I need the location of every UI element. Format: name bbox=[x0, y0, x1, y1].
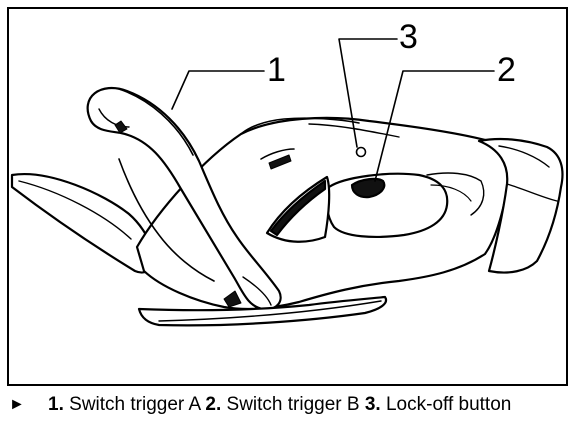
caption-item-label: Lock-off button bbox=[385, 394, 512, 415]
caption-item-label: Switch trigger A bbox=[69, 394, 201, 415]
leader-line-2 bbox=[374, 70, 495, 182]
blade-guard bbox=[10, 173, 161, 274]
blade-bar bbox=[137, 295, 388, 327]
caption-item-label: Switch trigger B bbox=[226, 394, 360, 415]
caption-item-number: 3. bbox=[364, 394, 381, 415]
leader-line-1 bbox=[171, 70, 265, 110]
lock-off-button bbox=[355, 146, 367, 158]
callout-number-1: 1 bbox=[267, 51, 286, 89]
caption-item-number: 1. bbox=[48, 394, 64, 415]
caption-item-number: 2. bbox=[205, 394, 222, 415]
caption-item-3: 3. Lock-off button bbox=[365, 394, 512, 415]
callout-number-3: 3 bbox=[399, 18, 418, 56]
caption-text: 1. Switch trigger A 2. Switch trigger B … bbox=[48, 393, 563, 417]
caption-item-2: 2. Switch trigger B bbox=[205, 394, 359, 415]
switch-trigger-b bbox=[350, 177, 386, 199]
caption-item-1: 1. Switch trigger A bbox=[48, 394, 200, 415]
figure-frame: 1 2 3 bbox=[7, 7, 568, 386]
rear-grip bbox=[325, 172, 449, 239]
bullet-arrow-icon: ► bbox=[9, 396, 25, 413]
hedge-trimmer-illustration bbox=[10, 38, 564, 327]
front-handle bbox=[86, 86, 282, 311]
leader-line-3 bbox=[338, 38, 398, 148]
callout-number-2: 2 bbox=[497, 51, 516, 89]
